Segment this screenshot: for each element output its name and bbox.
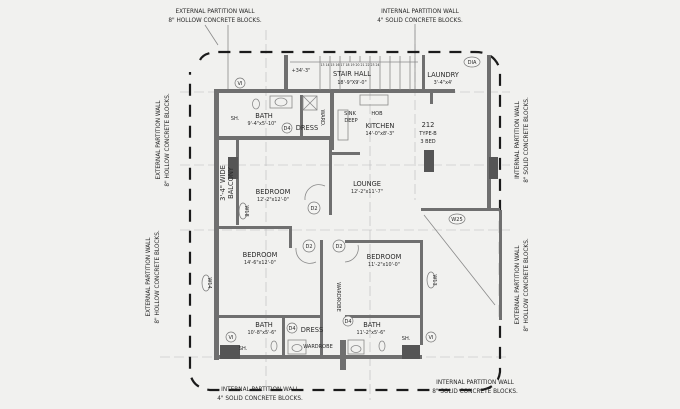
staircase[interactable] bbox=[290, 56, 418, 90]
tag-text: VI bbox=[429, 335, 434, 341]
room-bedroom[interactable]: BEDROOM bbox=[256, 187, 291, 196]
room-bath[interactable]: BATH bbox=[363, 320, 381, 329]
note-line: 8" HOLLOW CONCRETE BLOCKS. bbox=[168, 16, 262, 24]
note-line: 8" SOLID CONCRETE BLOCKS. bbox=[522, 97, 530, 183]
tag-text: D4 bbox=[288, 326, 295, 332]
note-bottom-right: INTERNAL PARTITION WALL 8" SOLID CONCRET… bbox=[432, 378, 518, 395]
note-left-lower: EXTERNAL PARTITION WALL 8" HOLLOW CONCRE… bbox=[144, 230, 161, 324]
tag-w18: W18 bbox=[238, 202, 249, 220]
room-size: 14'-6"x12'-0" bbox=[244, 260, 276, 266]
room-ward: WARD. bbox=[319, 109, 325, 126]
tag-v1: VI bbox=[225, 331, 237, 343]
hob-label: HOB bbox=[371, 111, 383, 117]
shower-label: SH. bbox=[239, 346, 248, 352]
tag-text: VI bbox=[229, 335, 234, 341]
tag-d2: D2 bbox=[307, 201, 321, 215]
tag-v1: VI bbox=[234, 77, 246, 89]
tag-text: W18 bbox=[243, 205, 249, 216]
tag-text: D2 bbox=[310, 206, 317, 212]
note-line: 8" HOLLOW CONCRETE BLOCKS. bbox=[522, 238, 530, 332]
unit-beds: 3 BED bbox=[420, 139, 435, 145]
note-line: 4" SOLID CONCRETE BLOCKS. bbox=[377, 16, 463, 24]
room-bedroom[interactable]: BEDROOM bbox=[243, 250, 278, 259]
room-dress[interactable]: DRESS bbox=[301, 325, 323, 334]
sink-label: SINK bbox=[344, 111, 356, 117]
note-right-upper: INTERNAL PARTITION WALL 8" SOLID CONCRET… bbox=[513, 97, 530, 183]
note-right-lower: EXTERNAL PARTITION WALL 8" HOLLOW CONCRE… bbox=[513, 238, 530, 332]
note-line: INTERNAL PARTITION WALL bbox=[513, 100, 521, 178]
note-line: 8" HOLLOW CONCRETE BLOCKS. bbox=[153, 230, 161, 324]
unit-number: 212 bbox=[422, 120, 435, 129]
room-size: 12'-2"x11'-7" bbox=[351, 189, 383, 195]
tag-text: VI bbox=[238, 81, 243, 87]
tag-text: W25 bbox=[451, 217, 462, 223]
room-size: 14'-0"x8'-3" bbox=[366, 131, 395, 137]
room-bedroom[interactable]: BEDROOM bbox=[367, 252, 402, 261]
room-size: 11'-2"x5'-6" bbox=[357, 330, 386, 336]
note-line: INTERNAL PARTITION WALL bbox=[381, 7, 459, 15]
tag-text: D4 bbox=[344, 319, 351, 325]
tag-d2: D2 bbox=[302, 239, 316, 253]
tag-w25: W25 bbox=[448, 213, 466, 225]
leader-lines bbox=[204, 24, 416, 92]
note-line: INTERNAL PARTITION WALL bbox=[436, 378, 514, 386]
note-left-upper: EXTERNAL PARTITION WALL 8" HOLLOW CONCRE… bbox=[154, 93, 171, 187]
room-size: 9'-4"x5'-10" bbox=[248, 121, 277, 127]
room-laundry[interactable]: LAUNDRY bbox=[427, 70, 460, 79]
tag-text: D4 bbox=[283, 126, 290, 132]
tag-dia: DIA bbox=[463, 56, 481, 68]
room-bath[interactable]: BATH bbox=[255, 320, 273, 329]
tag-text: D2 bbox=[335, 244, 342, 250]
room-lounge[interactable]: LOUNGE bbox=[353, 179, 381, 188]
tag-d4: D4 bbox=[281, 122, 293, 134]
note-top-left: EXTERNAL PARTITION WALL 8" HOLLOW CONCRE… bbox=[168, 7, 262, 24]
note-top-right: INTERNAL PARTITION WALL 4" SOLID CONCRET… bbox=[377, 7, 463, 24]
balcony-name: BALCONY bbox=[226, 166, 235, 199]
wardrobe-label: WARDROBE bbox=[303, 344, 333, 350]
note-line: EXTERNAL PARTITION WALL bbox=[513, 245, 521, 325]
deep-label: DEEP bbox=[344, 118, 357, 124]
tag-d4: D4 bbox=[286, 322, 298, 334]
note-line: 8" SOLID CONCRETE BLOCKS. bbox=[432, 387, 518, 395]
shower-label: SH. bbox=[402, 336, 411, 342]
boundary-outline bbox=[188, 50, 502, 392]
room-stair-hall[interactable]: STAIR HALL bbox=[333, 69, 371, 78]
note-line: 8" HOLLOW CONCRETE BLOCKS. bbox=[163, 93, 171, 187]
room-size: 12'-2"x12'-0" bbox=[257, 197, 289, 203]
level-mark: +34'-3" bbox=[292, 68, 311, 74]
tag-w14: W14 bbox=[201, 274, 212, 292]
note-bottom-left: INTERNAL PARTITION WALL 4" SOLID CONCRET… bbox=[217, 385, 303, 402]
balcony-label[interactable]: 3'-4" WIDE BALCONY bbox=[218, 165, 235, 201]
room-kitchen[interactable]: KITCHEN bbox=[366, 121, 395, 130]
note-line: EXTERNAL PARTITION WALL bbox=[154, 100, 162, 180]
tag-d2: D2 bbox=[332, 239, 346, 253]
note-line: EXTERNAL PARTITION WALL bbox=[144, 237, 152, 317]
tag-text: DIA bbox=[468, 60, 477, 66]
room-size: 3'-4"x4' bbox=[434, 80, 453, 86]
room-dress[interactable]: DRESS bbox=[296, 123, 318, 132]
unit-type: TYPE-B bbox=[418, 131, 437, 137]
balcony-width: 3'-4" WIDE bbox=[218, 165, 227, 201]
room-bath[interactable]: BATH bbox=[255, 111, 273, 120]
columns bbox=[220, 150, 498, 359]
tag-text: W14 bbox=[206, 277, 212, 288]
note-line: 4" SOLID CONCRETE BLOCKS. bbox=[217, 394, 303, 402]
room-wardrobe: WARDROBE bbox=[335, 282, 341, 312]
fixtures bbox=[252, 94, 496, 355]
tag-d4: D4 bbox=[342, 315, 354, 327]
shower-label: SH. bbox=[231, 116, 240, 122]
room-size: 18'-9"X9'-0" bbox=[337, 80, 366, 86]
note-line: EXTERNAL PARTITION WALL bbox=[175, 7, 255, 15]
stair-step-numbers: 13 14 15 16 17 18 19 20 21 22 23 24 bbox=[320, 63, 379, 67]
room-size: 10'-8"x5'-6" bbox=[248, 330, 277, 336]
tag-v1: VI bbox=[425, 331, 437, 343]
note-line: INTERNAL PARTITION WALL bbox=[221, 385, 299, 393]
tag-text: D2 bbox=[305, 244, 312, 250]
tag-text: W13 bbox=[431, 274, 437, 285]
room-size: 11'-2"x10'-0" bbox=[368, 262, 400, 268]
tag-w13: W13 bbox=[426, 271, 437, 289]
walls bbox=[214, 55, 502, 370]
